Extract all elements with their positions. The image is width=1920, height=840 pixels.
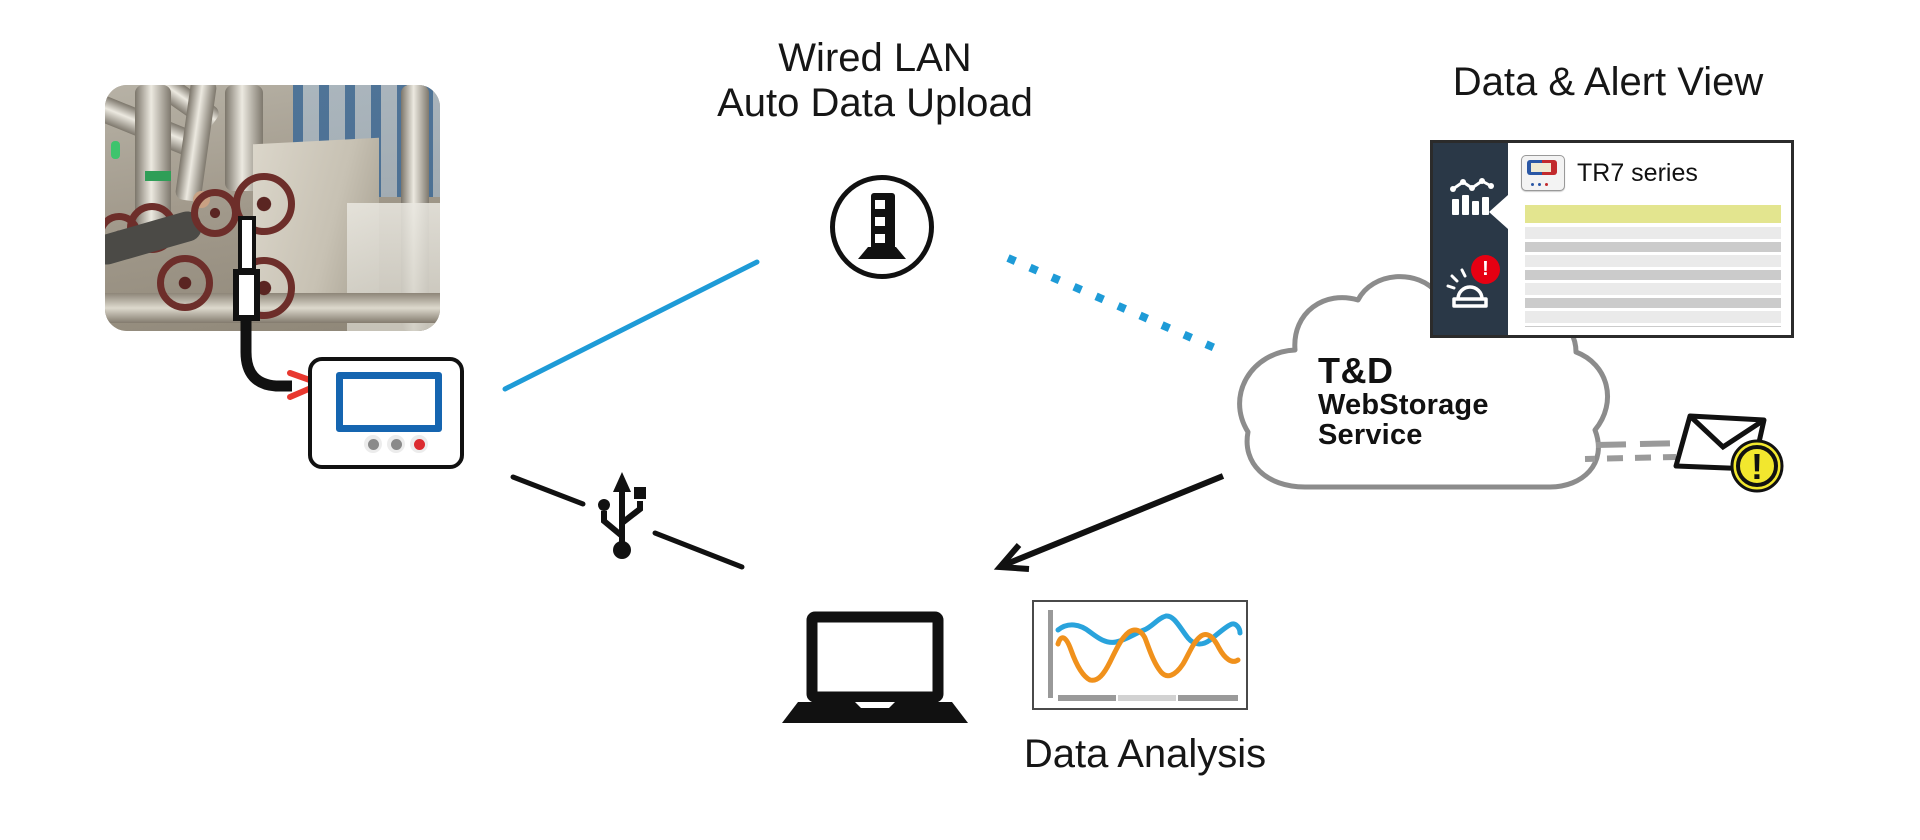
wired-lan-title: Wired LAN Auto Data Upload	[600, 36, 1150, 126]
logger-button	[410, 435, 428, 453]
data-alert-title: Data & Alert View	[1452, 60, 1764, 104]
sidebar-notch	[1489, 195, 1508, 229]
line-chart-icon	[1032, 600, 1248, 710]
table-header-row	[1525, 205, 1781, 223]
logger-button	[364, 435, 382, 453]
tr7-row: TR7 series	[1521, 155, 1698, 191]
valve-wheel	[191, 189, 239, 237]
table-rows	[1525, 227, 1781, 327]
lan-hub-icon	[830, 175, 934, 279]
tr7-series-label: TR7 series	[1577, 158, 1698, 187]
logger-button	[387, 435, 405, 453]
alarm-icon	[1446, 268, 1488, 308]
industrial-photo	[105, 85, 440, 331]
cloud-label-line3: Service	[1318, 419, 1423, 452]
cloud-label-line2: WebStorage	[1318, 388, 1489, 421]
cloud-label-line1: T&D	[1318, 350, 1394, 391]
wired-lan-line1: Wired LAN	[778, 36, 972, 80]
data-table-preview	[1525, 205, 1781, 327]
logger-buttons	[364, 435, 428, 453]
usb-icon	[598, 472, 646, 559]
photo-indicator-light	[111, 141, 120, 159]
panel-sidebar: !	[1433, 143, 1508, 335]
tr7-device-icon	[1521, 155, 1565, 191]
wired-lan-line2: Auto Data Upload	[717, 80, 1033, 125]
alert-badge: !	[1471, 255, 1500, 284]
sensor-probe-icon	[233, 216, 260, 321]
svg-text:!: !	[1751, 446, 1763, 487]
data-analysis-title: Data Analysis	[1023, 732, 1267, 776]
photo-green-band	[145, 171, 171, 181]
lan-dotted-line	[1006, 254, 1226, 356]
laptop-icon	[782, 611, 968, 723]
valve-wheel	[157, 255, 213, 311]
cloud-service-label: T&D WebStorage Service	[1318, 352, 1489, 451]
graph-icon	[1450, 178, 1494, 215]
usb-link-line	[510, 474, 745, 570]
logger-screen	[336, 372, 442, 432]
data-logger-device	[308, 357, 464, 469]
warning-badge: !	[1730, 439, 1784, 493]
sensor-cable	[240, 318, 292, 392]
data-alert-panel: ! TR7 series	[1430, 140, 1794, 338]
lan-link-line	[502, 259, 760, 392]
mail-speed-lines	[1584, 440, 1687, 462]
download-arrow	[993, 473, 1225, 572]
